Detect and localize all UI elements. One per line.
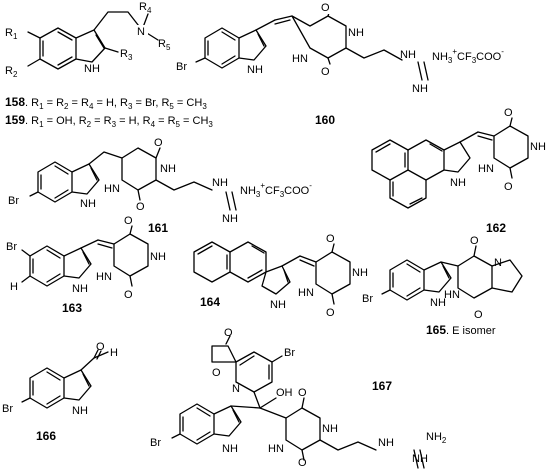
compound-163-label: 163	[62, 301, 82, 315]
165-oxygen-top: O	[470, 235, 479, 247]
compound-158-caption: 158. R1 = R2 = R4 = H, R3 = Br, R5 = CH3	[5, 95, 207, 111]
167-bromine-bottom: Br	[150, 437, 161, 449]
167-imine-nh: NH	[412, 453, 428, 465]
161-guanidine-n: NH	[212, 177, 228, 189]
166-oxygen: O	[96, 341, 105, 353]
structure-158-159: R1 R2 R3 R4 R5 N NH	[5, 1, 171, 79]
structure-160: O O Br NH NH HN NH NH3+CF3COO- NH	[176, 2, 504, 95]
160-ring-hn: HN	[292, 53, 308, 65]
compound-167-label: 167	[372, 379, 392, 393]
167-oxygen-top: O	[298, 387, 307, 399]
compound-166-label: 166	[36, 429, 56, 443]
compound-159-caption: 159. R1 = OH, R2 = R3 = H, R4 = R5 = CH3	[5, 113, 213, 129]
166-hydrogen: H	[110, 347, 118, 359]
161-ring-hn: HN	[104, 183, 120, 195]
166-indole-nh: NH	[72, 405, 88, 417]
amine-n-label: N	[137, 26, 145, 38]
compound-165-label: 165. E isomer	[426, 323, 496, 337]
167-oxygen-bottom: O	[298, 457, 307, 469]
161-bromine: Br	[8, 195, 19, 207]
161-imine-nh: NH	[222, 213, 238, 225]
162-ring-nh: NH	[530, 141, 546, 153]
161-oxygen-top: O	[154, 137, 163, 149]
160-bromine: Br	[176, 61, 187, 73]
165-bromine: Br	[362, 293, 373, 305]
165-indole-nh: NH	[430, 297, 446, 309]
160-guanidinium-tfa: NH3+CF3COO-	[432, 47, 504, 65]
162-oxygen-top: O	[504, 107, 513, 119]
167-guanidine-n: NH	[378, 437, 394, 449]
r2-label: R2	[5, 65, 18, 79]
compound-162-label: 162	[486, 221, 506, 235]
161-ring-nh: NH	[160, 163, 176, 175]
160-indole-nh: NH	[247, 64, 263, 76]
162-ring-hn: HN	[478, 163, 494, 175]
164-indole-nh: NH	[270, 299, 286, 311]
164-oxygen-top: O	[326, 233, 335, 245]
167-amine-nh2: NH2	[426, 431, 447, 445]
163-hydrogen: H	[10, 281, 18, 293]
compound-160-label: 160	[315, 113, 335, 127]
163-oxygen-top: O	[124, 215, 133, 227]
160-ring-nh: NH	[348, 27, 364, 39]
165-ring-hn: HN	[444, 289, 460, 301]
164-ring-nh: NH	[352, 267, 368, 279]
161-oxygen-bottom: O	[136, 201, 145, 213]
compound-161-label: 161	[148, 221, 168, 235]
165-ring-n: N	[494, 257, 502, 269]
167-oxygen-ring: O	[212, 367, 221, 379]
indole-nh-label: NH	[84, 63, 100, 75]
structure-162: O O NH NH HN	[371, 107, 546, 209]
166-bromine: Br	[2, 403, 13, 415]
r1-label: R1	[5, 27, 18, 41]
163-ring-nh: NH	[150, 251, 166, 263]
165-oxygen-bottom: O	[474, 309, 483, 321]
160-imine-nh: NH	[412, 83, 428, 95]
167-hydroxyl: OH	[276, 387, 293, 399]
167-bromine-top: Br	[284, 347, 295, 359]
structure-166: O H Br NH	[2, 341, 118, 417]
162-oxygen-bottom: O	[504, 181, 513, 193]
164-ring-hn: HN	[298, 287, 314, 299]
structure-163: O O Br H NH NH HN	[6, 215, 166, 301]
167-ring-hn: HN	[268, 443, 284, 455]
161-guanidinium-tfa: NH3+CF3COO-	[240, 181, 312, 199]
167-indole-nh: NH	[222, 443, 238, 455]
r5-label: R5	[158, 38, 171, 52]
167-isoxazole-n: N	[232, 383, 240, 395]
structure-167: O O N Br OH Br NH O O NH HN NH NH2 NH	[150, 327, 447, 469]
163-bromine: Br	[6, 241, 17, 253]
structure-165: O O Br NH N HN	[362, 235, 523, 321]
164-oxygen-bottom: O	[326, 307, 335, 319]
167-oxygen-carbonyl: O	[224, 327, 233, 339]
160-guanidine-n: NH	[400, 49, 416, 61]
163-indole-nh: NH	[72, 283, 88, 295]
compound-164-label: 164	[200, 295, 220, 309]
167-ring-nh: NH	[322, 423, 338, 435]
r4-label: R4	[139, 1, 152, 15]
structure-164: O O NH NH HN	[193, 233, 368, 319]
162-indole-nh: NH	[450, 177, 466, 189]
r3-label: R3	[120, 48, 133, 62]
160-oxygen-top: O	[321, 2, 330, 14]
structure-161: O O Br NH NH HN NH NH3+CF3COO- NH	[8, 137, 312, 225]
163-ring-hn: HN	[96, 271, 112, 283]
160-oxygen-bottom: O	[321, 66, 330, 78]
163-oxygen-bottom: O	[124, 289, 133, 301]
161-indole-nh: NH	[80, 198, 96, 210]
